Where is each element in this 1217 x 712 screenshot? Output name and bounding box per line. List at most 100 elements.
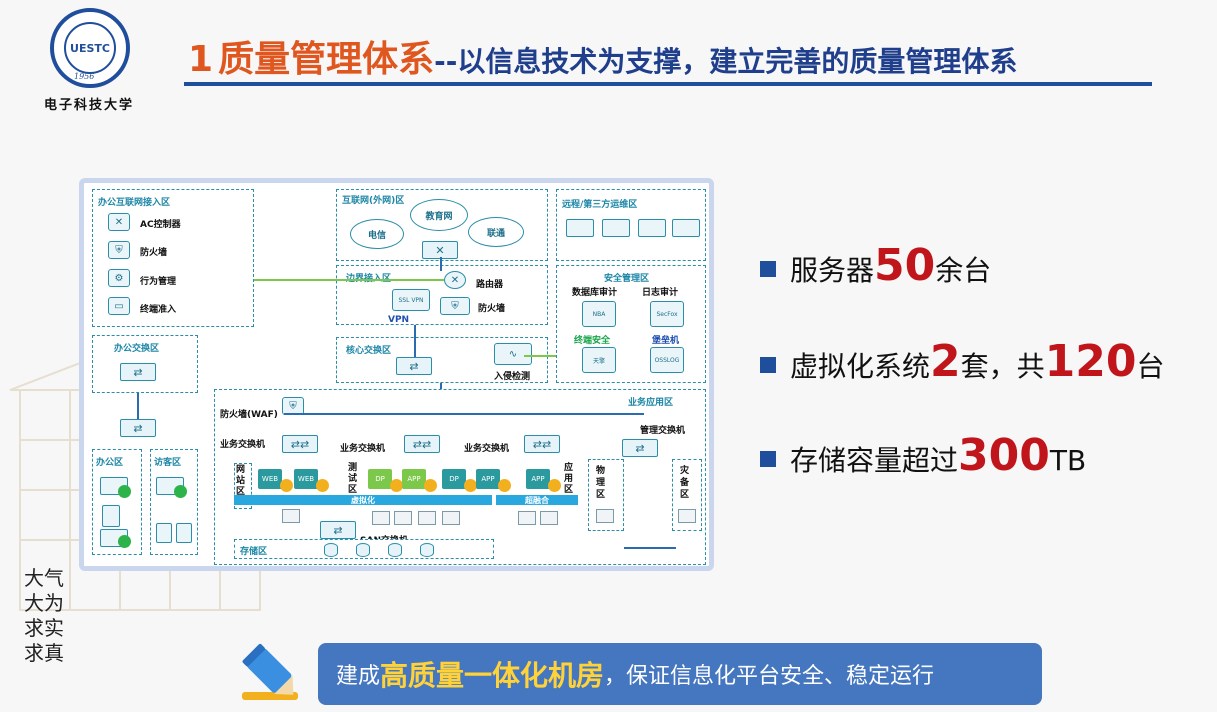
stat-servers-text: 服务器 [790, 254, 875, 287]
vm-dp-1: DP [368, 469, 392, 489]
logo-emblem: UESTC [50, 8, 130, 88]
storage-disk-icon [420, 543, 434, 557]
border-firewall-label: 防火墙 [478, 304, 506, 314]
vm-app-2: APP [476, 469, 500, 489]
endpoint-access-icon: ▭ [108, 297, 130, 315]
zone-label-office: 办公区 [96, 458, 124, 468]
zone-dr [672, 459, 702, 531]
university-name: 电子科技大学 [44, 98, 135, 113]
core-switch-icon: ⇄ [396, 357, 432, 375]
vm-app-3: APP [526, 469, 550, 489]
network-diagram: 办公互联网接入区 ✕ AC控制器 ⛨ 防火墙 ⚙ 行为管理 ▭ 终端准入 办公交… [79, 178, 714, 571]
stat-storage-value: 300 [958, 430, 1050, 481]
security-endpoint: 终端安全 [574, 336, 611, 346]
office-switch-icon: ⇄ [120, 363, 156, 381]
vm-web-1: WEB [258, 469, 282, 489]
link-office-border [254, 279, 444, 281]
title-sub: --以信息技术为支撑，建立完善的质量管理体系 [434, 45, 1018, 78]
border-router-label: 路由器 [476, 280, 504, 290]
hyperconverged-bar: 超融合 [496, 495, 578, 505]
zone-border [336, 265, 548, 325]
ac-controller-icon: ✕ [108, 213, 130, 231]
router-icon: ✕ [444, 271, 466, 289]
remote-pc-icon [672, 219, 700, 237]
storage-disk-icon [356, 543, 370, 557]
log-audit-icon: SecFox [650, 301, 684, 327]
status-dot [118, 535, 131, 548]
zone-label-remote: 远程/第三方运维区 [562, 200, 638, 210]
biz-switch-icon-1: ⇄⇄ [282, 435, 318, 453]
stat-virt-text: 虚拟化系统 [790, 350, 931, 383]
link-internet-border [440, 257, 442, 271]
vm-status-dot [316, 479, 329, 492]
business-switch-label-3: 业务交换机 [464, 444, 510, 454]
server-icon [418, 511, 436, 525]
vm-status-dot [464, 479, 477, 492]
visitor-tablet-icon [176, 523, 192, 543]
title-number: 1 [188, 39, 214, 80]
server-icon [540, 511, 558, 525]
mgmt-switch-icon: ⇄ [622, 439, 658, 457]
stat-servers-unit: 余台 [935, 254, 992, 287]
office-item-behavior: 行为管理 [140, 277, 177, 287]
office-item-endpoint: 终端准入 [140, 305, 177, 315]
business-switch-label-2: 业务交换机 [340, 444, 386, 454]
db-audit-icon: NBA [582, 301, 616, 327]
bullet-square-icon [760, 451, 776, 467]
summary-banner: 建成高质量一体化机房，保证信息化平台安全、稳定运行 [318, 643, 1042, 705]
server-icon [372, 511, 390, 525]
security-bastion: 堡垒机 [652, 336, 680, 346]
vm-dp-2: DP [442, 469, 466, 489]
border-firewall-icon: ⛨ [440, 297, 470, 315]
university-logo: UESTC 1956 电子科技大学 [40, 8, 140, 113]
storage-disk-icon [388, 543, 402, 557]
san-switch-icon: ⇄ [320, 521, 356, 539]
stat-virt-middle: 套，共 [960, 350, 1045, 383]
remote-pc-icon [566, 219, 594, 237]
stat-virt-value: 2 [930, 336, 961, 387]
vm-status-dot [424, 479, 437, 492]
bastion-icon: OSSLOG [650, 347, 684, 373]
server-icon [282, 509, 300, 523]
zone-label-border: 边界接入区 [346, 271, 391, 284]
zone-label-visitor: 访客区 [154, 458, 182, 468]
bullet-square-icon [760, 357, 776, 373]
physical-zone-label: 物理区 [596, 466, 606, 500]
firewall-icon: ⛨ [108, 241, 130, 259]
security-log-audit: 日志审计 [642, 288, 679, 298]
banner-prefix: 建成 [336, 664, 381, 689]
title-underline [184, 82, 1152, 86]
access-switch-icon: ⇄ [120, 419, 156, 437]
status-dot [118, 485, 131, 498]
link-border-security [524, 355, 556, 357]
stat-virt-unit: 台 [1136, 350, 1165, 383]
banner-suffix: ，保证信息化平台安全、稳定运行 [604, 664, 935, 689]
office-item-ac: AC控制器 [140, 220, 181, 230]
vm-status-dot [390, 479, 403, 492]
zone-label-business: 业务应用区 [628, 398, 674, 408]
zone-label-office-access: 办公互联网接入区 [98, 198, 171, 208]
calligraphy-motto: 大气大为 求实求真 [24, 566, 64, 665]
business-backbone [284, 413, 644, 415]
server-icon [518, 511, 536, 525]
biz-switch-icon-2: ⇄⇄ [404, 435, 440, 453]
ids-icon: ∿ [494, 343, 532, 365]
server-icon [394, 511, 412, 525]
web-zone-label: 网站区 [236, 465, 246, 497]
business-waf-label: 防火墙(WAF) [220, 410, 278, 420]
border-vpn-label: VPN [388, 315, 410, 325]
zone-label-security: 安全管理区 [604, 274, 650, 284]
virtualization-bar: 虚拟化 [234, 495, 492, 505]
zone-office-switch [92, 335, 198, 393]
stat-servers-value: 50 [874, 240, 936, 291]
remote-pc-icon [638, 219, 666, 237]
title-main: 质量管理体系 [218, 39, 435, 80]
office-phone-icon [102, 505, 120, 527]
mgmt-switch-label: 管理交换机 [640, 426, 686, 436]
stat-storage-text: 存储容量超过 [790, 444, 959, 477]
endpoint-security-icon: 天擎 [582, 347, 616, 373]
vm-app-1: APP [402, 469, 426, 489]
cloud-edu: 教育网 [410, 199, 468, 231]
